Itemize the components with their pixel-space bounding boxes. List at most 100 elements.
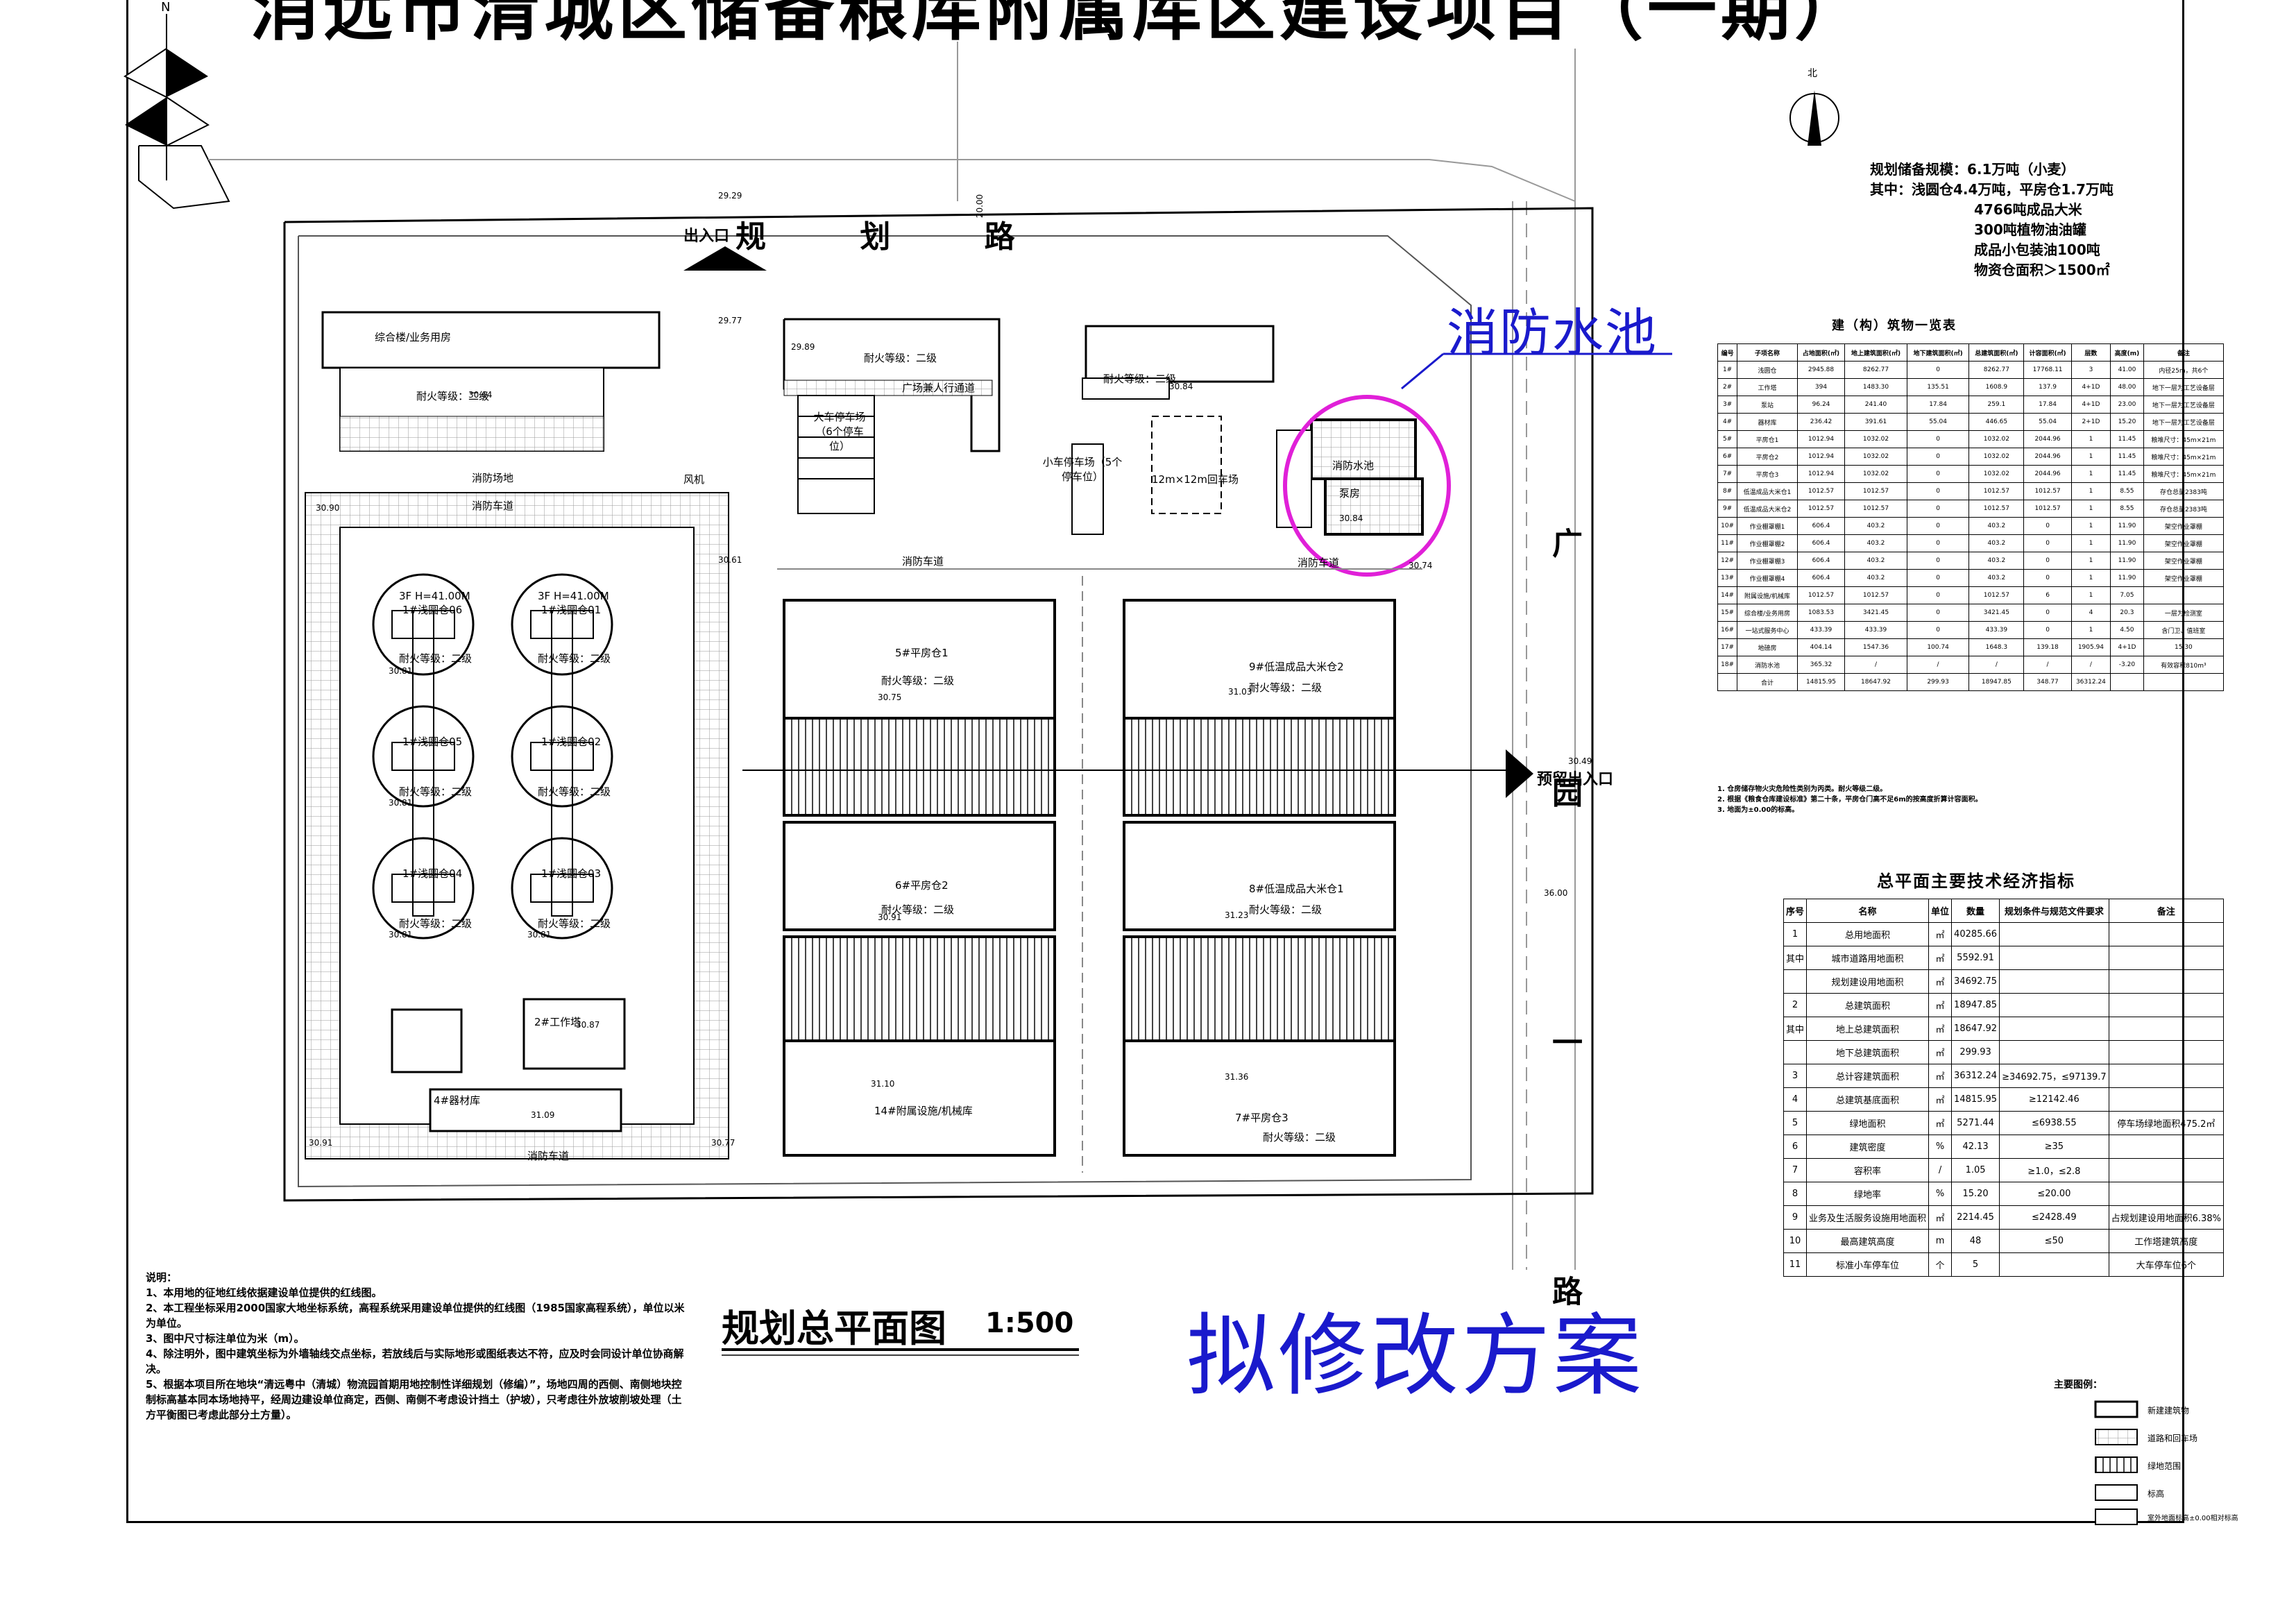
table-cell: 1.05	[1951, 1158, 2000, 1182]
table-cell: 5271.44	[1951, 1111, 2000, 1135]
table-cell: 1	[1783, 922, 1808, 946]
table-cell: 综合楼/业务用房	[1737, 604, 1798, 622]
table-cell: 粮堆尺寸：45m×21m	[2143, 465, 2225, 483]
fire-lane-label: 消防车道	[472, 500, 514, 512]
table-cell: 规划建设用地面积	[1806, 969, 1930, 994]
table-cell: 11.90	[2110, 517, 2144, 535]
silo-06-label: 1#浅圆仓06	[402, 604, 463, 616]
elevation-mark: 30.91	[309, 1138, 333, 1148]
table-cell: 地下总建筑面积	[1806, 1040, 1930, 1064]
loop-label: 12m×12m回车场	[1152, 473, 1239, 486]
table-cell	[2143, 586, 2225, 604]
table-cell: 1012.57	[1844, 586, 1907, 604]
table-cell: ≥34692.75，≤97139.7	[1999, 1064, 2109, 1088]
table-cell: 附属设施/机械库	[1737, 586, 1798, 604]
table-cell: 1032.02	[1844, 448, 1907, 466]
table-cell: ≤50	[1999, 1229, 2109, 1253]
table-cell	[1783, 1040, 1808, 1064]
fan-label: 风机	[683, 473, 705, 486]
table-cell: 1483.30	[1844, 378, 1907, 396]
table-cell: 5#	[1717, 430, 1738, 448]
table-cell: 5	[1951, 1252, 2000, 1277]
table-cell: 平房仓1	[1737, 430, 1798, 448]
table-cell: ≥35	[1999, 1135, 2109, 1159]
table-cell: 架空作业罩棚	[2143, 517, 2225, 535]
building-table-notes: 1. 仓房储存物火灾危险性类别为丙类。耐火等级二级。2. 根据《粮食仓库建设标准…	[1717, 784, 1982, 815]
table-cell: 0	[1906, 361, 1970, 379]
table-cell: 地下一层为工艺设备层	[2143, 413, 2225, 431]
table-cell: 11.90	[2110, 569, 2144, 587]
table-header-cell: 备注	[2143, 343, 2225, 362]
table-cell: ㎡	[1928, 1017, 1953, 1041]
table-cell: 浅圆仓	[1737, 361, 1798, 379]
table-cell: 0	[2023, 604, 2072, 622]
table-cell: 10#	[1717, 517, 1738, 535]
table-cell: /	[2070, 656, 2111, 674]
table-cell: 绿地率	[1806, 1182, 1930, 1206]
table-cell	[2108, 946, 2224, 970]
warehouse-7-fire: 耐火等级：二级	[1263, 1131, 1336, 1144]
table-cell: 低温成品大米仓2	[1737, 500, 1798, 518]
table-cell: 1083.53	[1796, 604, 1846, 622]
table-cell: 2	[1783, 993, 1808, 1017]
table-cell: 1012.57	[1796, 482, 1846, 500]
tech-table-title: 总平面主要技术经济指标	[1877, 872, 2075, 891]
table-cell: 一站式服务中心	[1737, 621, 1798, 639]
table-cell: 15#	[1717, 604, 1738, 622]
elevation-mark: 30.84	[1339, 513, 1363, 523]
table-header-cell: 总建筑面积(㎡)	[1968, 343, 2025, 362]
table-header-cell: 地下建筑面积(㎡)	[1906, 343, 1970, 362]
elevation-mark: 30.91	[878, 912, 902, 922]
plaza-label: 广场兼人行通道	[902, 382, 976, 394]
table-cell: 139.18	[2023, 638, 2072, 656]
capacity-line: 4766吨成品大米	[1974, 201, 2082, 218]
north-label: N	[161, 0, 171, 15]
table-cell: 403.2	[1844, 569, 1907, 587]
table-header-cell: 计容面积(㎡)	[2023, 343, 2072, 362]
table-cell: 1032.02	[1968, 430, 2025, 448]
table-cell: 3421.45	[1968, 604, 2025, 622]
table-cell: 1	[2070, 569, 2111, 587]
table-cell: 消防水池	[1737, 656, 1798, 674]
table-cell: 1905.94	[2070, 638, 2111, 656]
entrance-top-icon	[683, 246, 767, 271]
table-cell: 1	[2070, 465, 2111, 483]
table-cell	[1999, 1017, 2109, 1041]
table-cell: 低温成品大米仓1	[1737, 482, 1798, 500]
table-cell: 3421.45	[1844, 604, 1907, 622]
table-cell: 42.13	[1951, 1135, 2000, 1159]
table-cell: 1	[2070, 430, 2111, 448]
table-cell: 241.40	[1844, 396, 1907, 414]
warehouse-6-label: 6#平房仓2	[895, 879, 949, 892]
table-cell: 14815.95	[1951, 1087, 2000, 1112]
equipment-store-label: 4#器材库	[434, 1094, 481, 1107]
silo-01-label: 1#浅圆仓01	[541, 604, 602, 616]
table-cell: /	[1844, 656, 1907, 674]
warehouse-7-label: 7#平房仓3	[1235, 1112, 1289, 1124]
silo-01-height: 3F H=41.00M	[538, 590, 609, 602]
table-cell: 0	[1906, 500, 1970, 518]
table-cell: ㎡	[1928, 993, 1953, 1017]
elevation-mark: 30.64	[468, 390, 493, 400]
table-cell: 6	[2023, 586, 2072, 604]
table-cell: 403.2	[1968, 569, 2025, 587]
table-cell: 其中	[1783, 946, 1808, 970]
table-cell: 403.2	[1968, 534, 2025, 552]
silo-04-label: 1#浅圆仓04	[402, 867, 463, 880]
table-cell: 1012.57	[1968, 586, 2025, 604]
table-cell: 0	[1906, 482, 1970, 500]
table-cell	[2143, 673, 2225, 691]
silo-02-fire: 耐火等级：二级	[538, 785, 611, 798]
table-header-cell: 规划条件与规范文件要求	[1999, 899, 2109, 923]
silo-01-fire: 耐火等级：二级	[538, 652, 611, 665]
warehouse-14-label: 14#附属设施/机械库	[874, 1105, 973, 1117]
